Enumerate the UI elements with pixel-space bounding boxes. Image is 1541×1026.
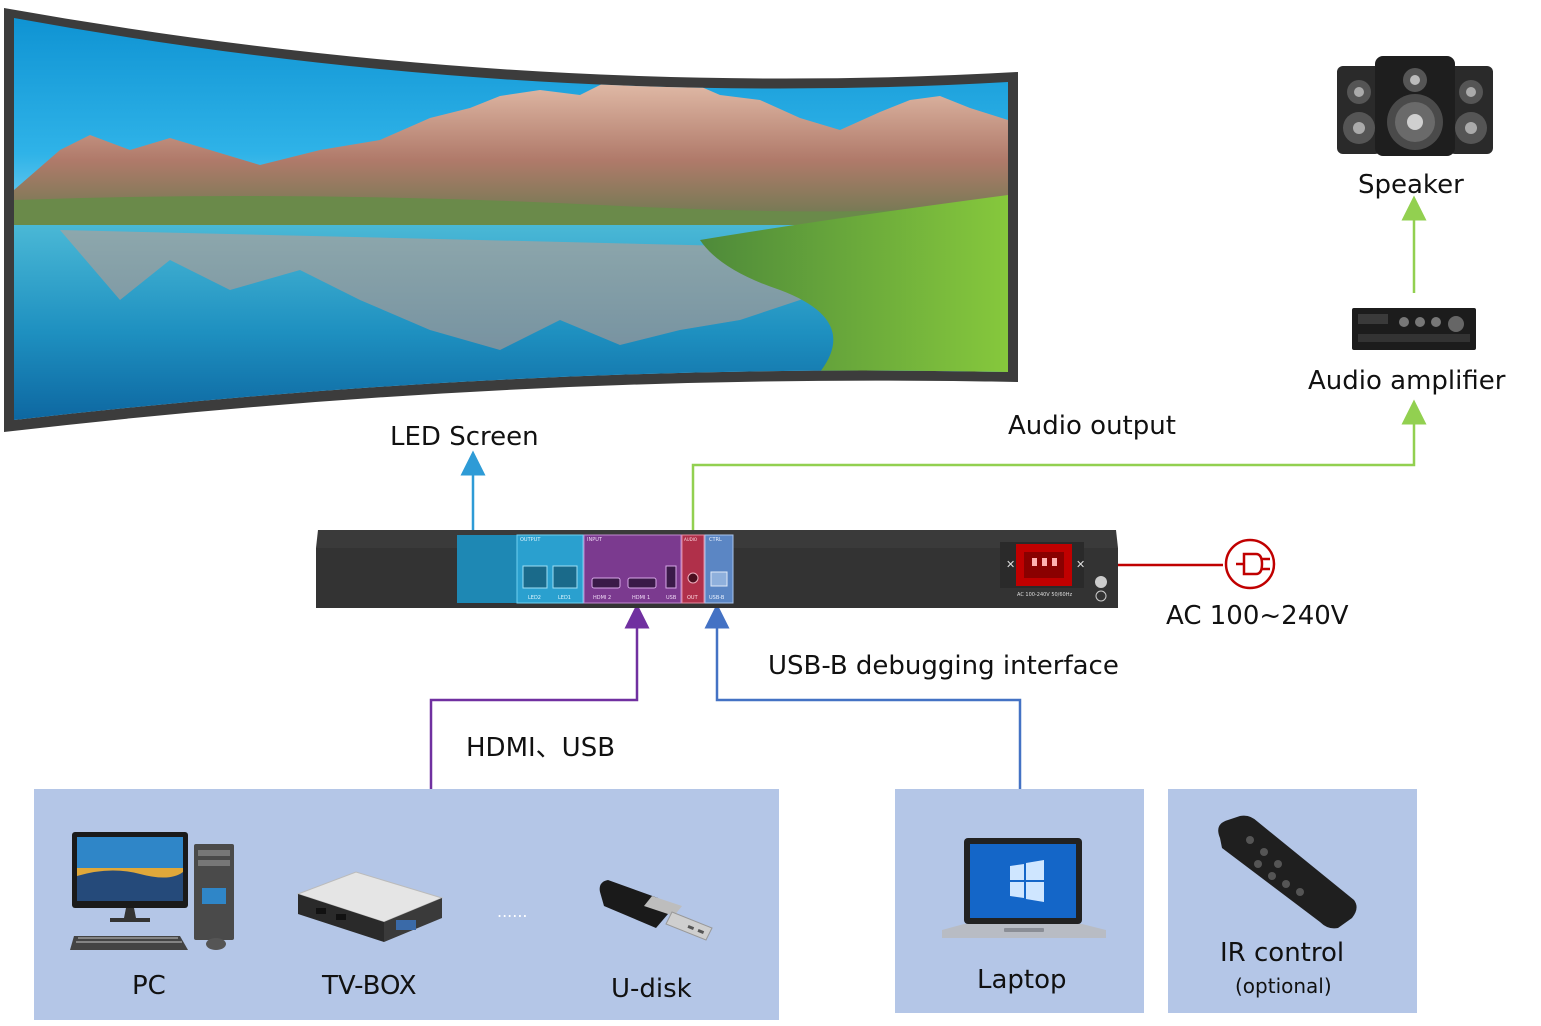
- controller-audio-section-label: AUDIO: [684, 537, 698, 542]
- usbb-line: [704, 603, 1022, 789]
- controller-input-section-label: INPUT: [587, 537, 602, 543]
- tvbox-label: TV-BOX: [322, 971, 417, 1001]
- svg-text:✕: ✕: [1076, 558, 1085, 571]
- controller-device: ✕ ✕: [316, 530, 1118, 608]
- audio-output-label: Audio output: [1008, 411, 1176, 441]
- ir-optional-label: (optional): [1235, 974, 1332, 998]
- tvbox-icon: [296, 871, 444, 942]
- controller-led1-port-label: LED1: [558, 595, 571, 601]
- usbb-interface-label: USB-B debugging interface: [768, 651, 1119, 681]
- controller-hdmi2-port-label: HDMI 2: [593, 595, 612, 601]
- ir-remote-icon: [1218, 815, 1357, 929]
- controller-power-rating-label: AC 100-240V 50/60Hz: [1017, 592, 1073, 598]
- pc-label: PC: [132, 971, 166, 1001]
- audio-amplifier-icon: [1352, 308, 1476, 350]
- controller-output-section-label: OUTPUT: [520, 537, 541, 543]
- ellipsis-label: ......: [497, 902, 528, 921]
- led-screen-image: [4, 8, 1018, 432]
- speaker-label: Speaker: [1358, 170, 1464, 200]
- led-screen-label: LED Screen: [390, 422, 539, 452]
- laptop-label: Laptop: [977, 965, 1067, 995]
- pc-icon: [70, 832, 234, 950]
- power-label: AC 100~240V: [1166, 601, 1349, 631]
- controller-usb-port-label: USB: [666, 595, 677, 601]
- controller-ctrl-section-label: CTRL: [709, 537, 722, 543]
- hdmi-usb-line: [429, 603, 650, 789]
- controller-led2-port-label: LED2: [528, 595, 541, 601]
- speaker-icon: [1337, 56, 1493, 156]
- controller-out-port-label: OUT: [687, 595, 698, 601]
- hdmi-usb-label: HDMI、USB: [466, 733, 616, 763]
- udisk-label: U-disk: [611, 974, 692, 1004]
- svg-text:✕: ✕: [1006, 558, 1015, 571]
- udisk-icon: [599, 880, 713, 941]
- audio-amplifier-label: Audio amplifier: [1308, 366, 1506, 396]
- laptop-icon: [942, 838, 1106, 938]
- audio-output-line: [691, 399, 1427, 538]
- controller-hdmi1-port-label: HDMI 1: [632, 595, 651, 601]
- controller-usbb-port-label: USB-B: [709, 595, 725, 601]
- ir-control-label: IR control: [1220, 938, 1345, 968]
- power-plug-icon: [1224, 538, 1276, 590]
